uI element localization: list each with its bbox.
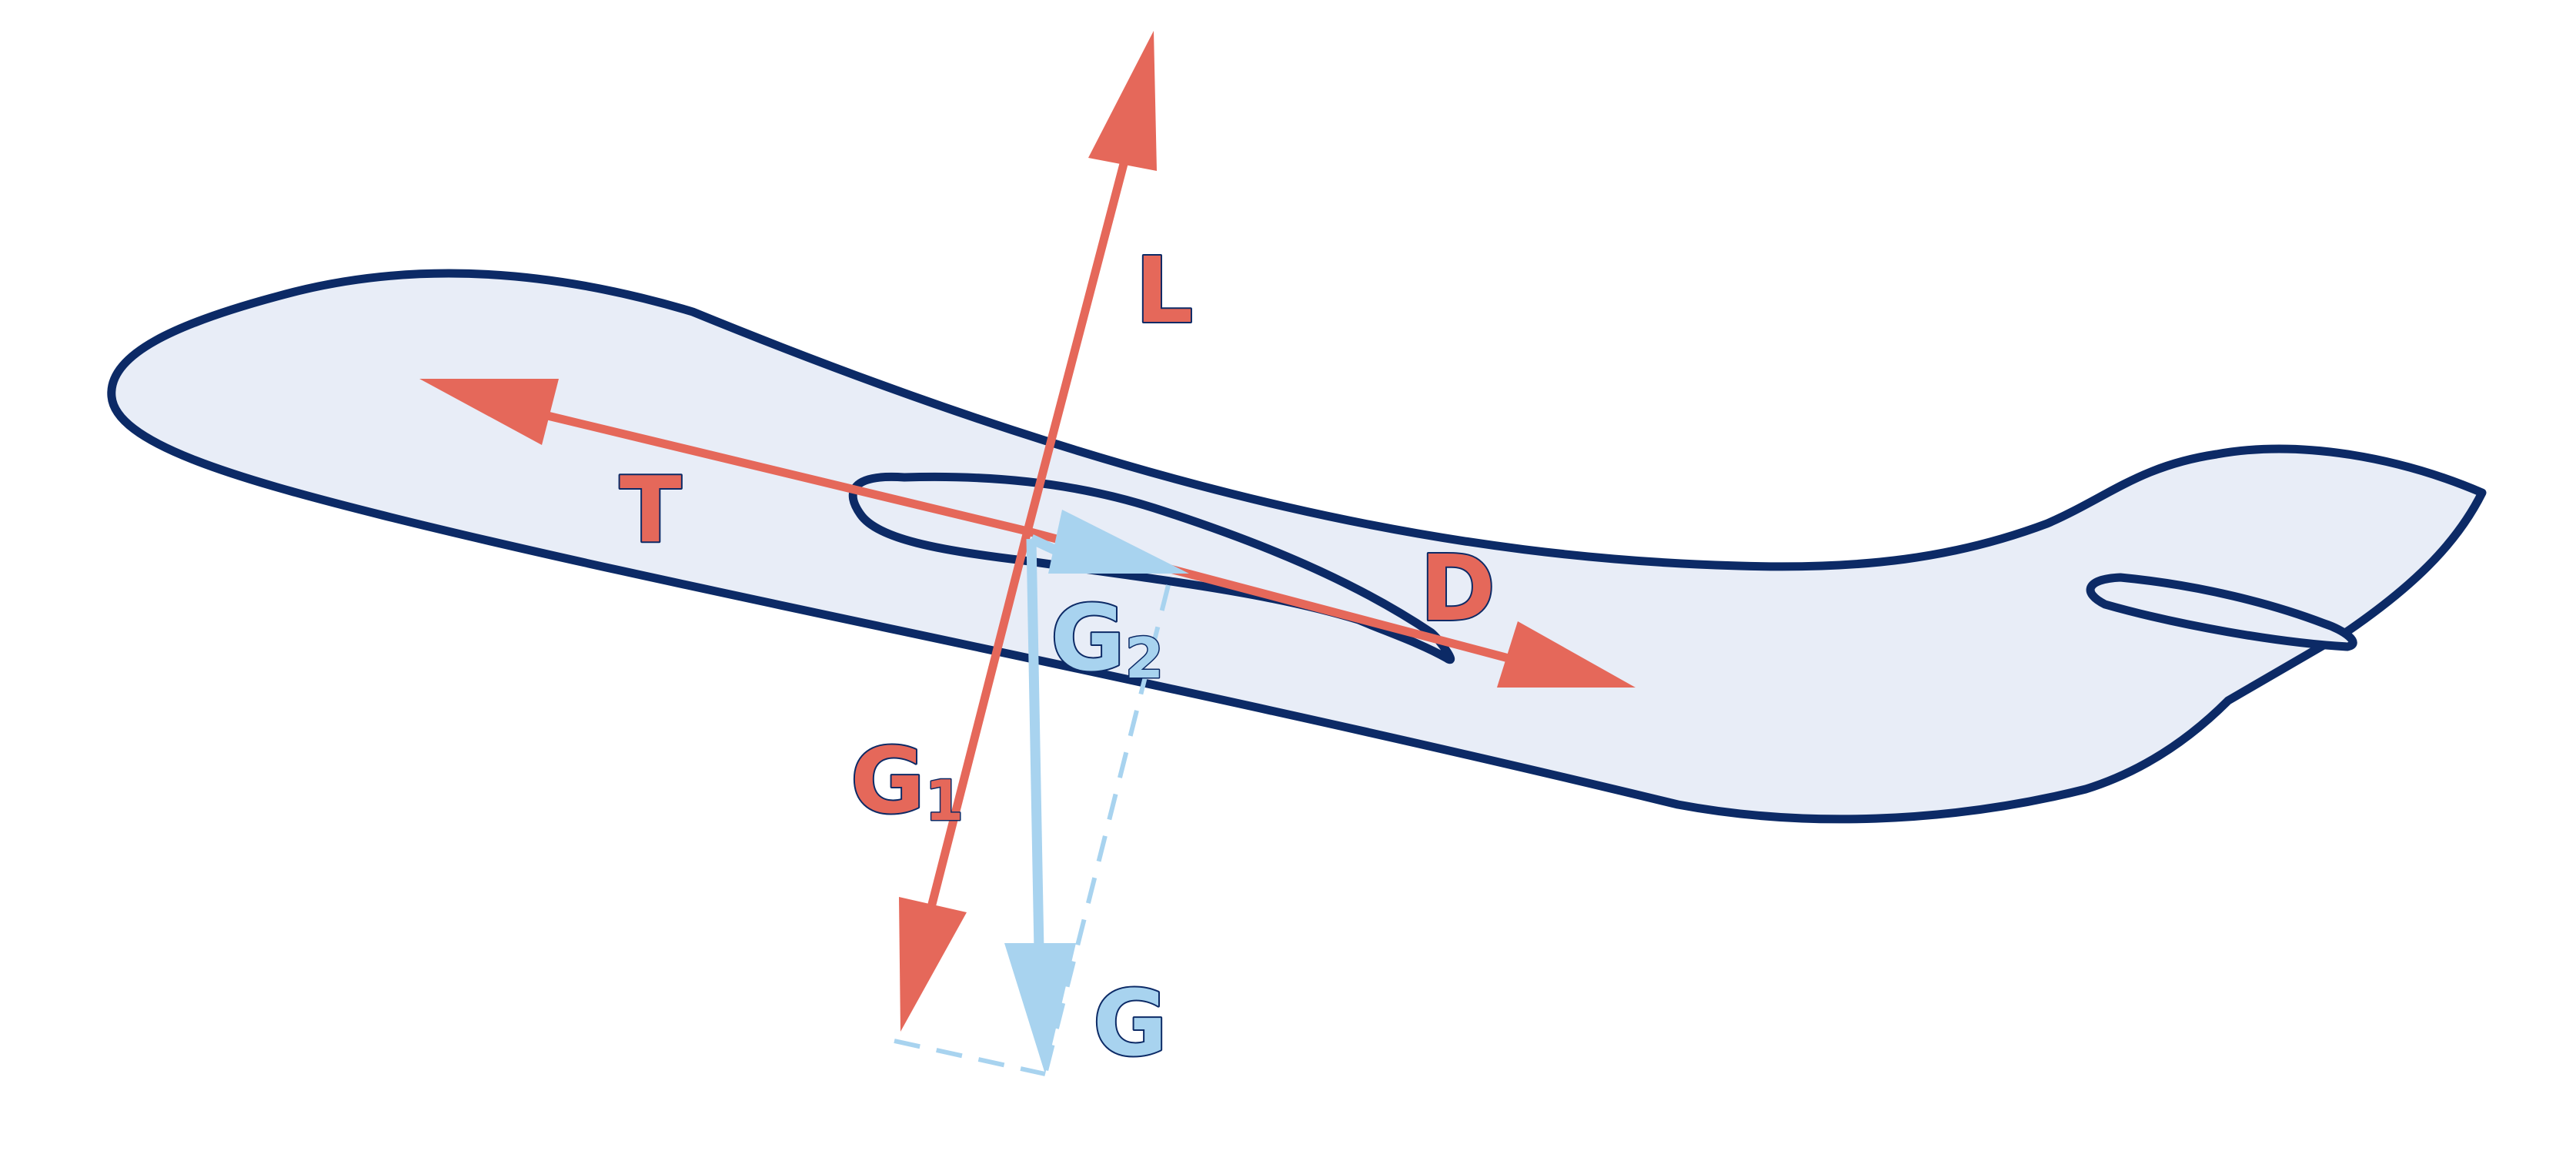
- gravity-arrow: [1004, 538, 1076, 1074]
- gravity-component-1-letter: G: [850, 728, 925, 834]
- lift-arrow: [1023, 31, 1157, 533]
- gravity-component-2-arrow: [1029, 510, 1189, 574]
- thrust-label: T: [620, 457, 682, 563]
- gravity-component-1-label: G1: [850, 728, 964, 834]
- gravity-label: G: [1093, 970, 1168, 1076]
- gravity-component-2-subscript: 2: [1125, 626, 1164, 691]
- horizontal-stabilizer: [2086, 573, 2357, 651]
- gravity-component-1-arrow: [899, 530, 1032, 1032]
- fuselage: [107, 269, 2487, 824]
- gravity-component-2-label: G2: [1051, 585, 1164, 691]
- gravity-component-1-subscript: 1: [925, 768, 964, 833]
- lift-label: L: [1135, 237, 1193, 343]
- gravity-component-2-letter: G: [1051, 585, 1125, 691]
- gravity-construction-line-2: [894, 1039, 1046, 1076]
- thrust-arrow: [419, 379, 1029, 536]
- drag-label: D: [1420, 535, 1495, 641]
